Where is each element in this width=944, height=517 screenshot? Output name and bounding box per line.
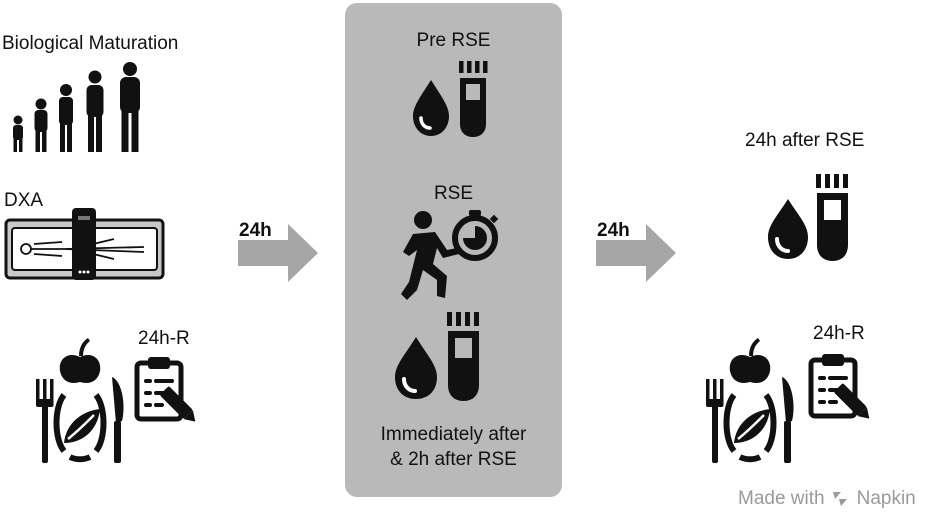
rse-timeline-panel: Pre RSE RSE (345, 3, 562, 497)
after-24h-blood-sample-group (766, 173, 854, 263)
watermark-made-with: Made with (738, 488, 825, 509)
apple-fork-knife-leaf-icon (30, 335, 130, 465)
test-tube-icon (816, 174, 848, 261)
first-right-arrow-icon (238, 224, 320, 282)
pre-rse-label: Pre RSE (416, 30, 491, 51)
watermark-brand: Napkin (856, 488, 916, 509)
made-with-napkin-watermark: Made with Napkin (738, 488, 916, 510)
blood-drop-icon (768, 199, 808, 259)
test-tube-icon (447, 312, 479, 401)
post-rse-blood-sample-group (393, 311, 485, 403)
second-arrow-label: 24h (597, 220, 630, 241)
after-rse-label-line1: Immediately after (380, 424, 527, 445)
right-recall-label: 24h-R (813, 323, 865, 344)
human-growth-silhouettes-icon (8, 62, 148, 154)
rse-label: RSE (433, 183, 474, 204)
biological-maturation-label: Biological Maturation (2, 33, 179, 54)
blood-drop-and-tube-icon (768, 174, 848, 261)
apple-fork-knife-leaf-icon (700, 335, 800, 465)
blood-drop-icon (413, 80, 449, 136)
dxa-scanner-icon (4, 206, 166, 280)
pre-rse-blood-sample-group (411, 60, 491, 140)
clipboard-pencil-icon (134, 355, 202, 425)
blood-drop-and-tube-icon (395, 312, 479, 401)
first-arrow-label: 24h (239, 220, 272, 241)
second-right-arrow-icon (596, 224, 678, 282)
after-rse-label-line2: & 2h after RSE (390, 449, 517, 470)
blood-drop-icon (395, 337, 437, 399)
napkin-logo-icon (832, 492, 847, 506)
left-recall-label: 24h-R (138, 328, 190, 349)
dxa-label: DXA (4, 190, 44, 211)
blood-drop-and-tube-icon (413, 61, 488, 137)
running-person-stopwatch-icon (401, 208, 501, 300)
clipboard-pencil-icon (808, 352, 876, 422)
stopwatch-icon (452, 210, 499, 261)
test-tube-icon (459, 61, 488, 137)
after-24h-label: 24h after RSE (745, 130, 865, 151)
